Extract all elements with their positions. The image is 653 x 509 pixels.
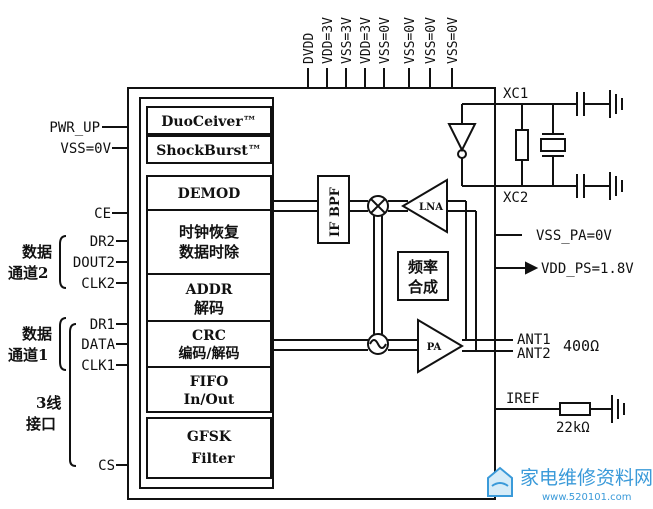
label-fifo-2: In/Out (184, 392, 235, 408)
label-demod: DEMOD (178, 186, 241, 202)
label-shockburst: ShockBurst™ (156, 143, 262, 159)
label-if-bpf: IF BPF (328, 186, 343, 237)
pin-xc2: XC2 (503, 190, 528, 206)
group-brace-ch2 (59, 235, 67, 289)
xtal-resistor (515, 129, 529, 161)
xtal-inverter (447, 123, 477, 153)
label-clock-1: 时钟恢复 (179, 223, 240, 241)
pin-data: DATA (81, 337, 115, 353)
top-pin-vdd-2: VDD=3V (359, 17, 374, 64)
group-ch1-line1: 数据 (22, 325, 52, 343)
pin-vss: VSS=0V (60, 141, 111, 157)
synthesizer-box (397, 251, 449, 301)
chip-outline (127, 87, 496, 500)
top-pin-labels: DVDD VDD=3V VSS=3V VDD=3V VSS=0V VSS=0V … (302, 17, 461, 64)
group-iface-line2: 接口 (26, 415, 56, 433)
pin-ant2: ANT2 (517, 346, 551, 362)
iref-resistor-value: 22kΩ (556, 420, 590, 436)
top-pin-vss-1: VSS=3V (340, 17, 355, 64)
left-pin-lines (102, 126, 128, 466)
mixer-symbol (367, 195, 389, 217)
oscillator-symbol (367, 333, 389, 355)
iref-resistor (559, 402, 591, 416)
pin-dr2: DR2 (90, 234, 115, 250)
group-brace-iface (69, 323, 77, 467)
top-pin-vss-3: VSS=0V (403, 17, 418, 64)
label-clock-2: 数据时除 (179, 243, 240, 261)
label-gfsk-1: GFSK (187, 429, 232, 445)
ant-impedance: 400Ω (563, 337, 599, 355)
pin-cs: CS (98, 458, 115, 474)
pa-amplifier (417, 318, 464, 374)
pin-ant1: ANT1 (517, 332, 551, 348)
pin-clk1: CLK1 (81, 358, 115, 374)
group-ch1-line2: 通道1 (8, 346, 48, 364)
xc2-capacitor-ground (576, 172, 623, 200)
group-brace-ch1 (59, 317, 67, 371)
label-synth-1: 频率 (408, 258, 438, 276)
iref-ground (611, 395, 625, 423)
pin-ce: CE (94, 206, 111, 222)
top-pin-vss-5: VSS=0V (446, 17, 461, 64)
pin-vdd-ps: VDD_PS=1.8V (541, 261, 634, 277)
crystal (540, 138, 566, 152)
watermark-text: 家电维修资料网 (520, 467, 653, 489)
digital-block-outline (139, 97, 274, 489)
label-pa: PA (427, 342, 442, 353)
top-pin-lines (307, 68, 453, 88)
group-ch2-line1: 数据 (22, 243, 52, 261)
label-crc-1: CRC (192, 328, 226, 344)
duoceiver-box (146, 106, 272, 135)
top-pin-dvdd: DVDD (302, 33, 317, 64)
label-gfsk-2: Filter (191, 451, 235, 467)
top-pin-vss-2: VSS=0V (378, 17, 393, 64)
shockburst-box (146, 135, 272, 164)
top-pin-vdd-1: VDD=3V (321, 17, 336, 64)
label-crc-2: 编码/解码 (178, 345, 239, 362)
label-addr-1: ADDR (185, 282, 233, 298)
lna-amplifier (401, 178, 448, 234)
group-iface-line1: 3线 (36, 394, 61, 412)
watermark-url: www.520101.com (542, 492, 632, 503)
group-ch2-line2: 通道2 (8, 264, 48, 282)
top-pin-vss-4: VSS=0V (424, 17, 439, 64)
pin-iref: IREF (506, 391, 540, 407)
gfsk-box (146, 417, 272, 479)
label-lna: LNA (419, 202, 443, 213)
pin-xc1: XC1 (503, 86, 528, 102)
label-fifo-1: FIFO (190, 374, 229, 390)
clock-recovery-box (146, 209, 272, 275)
xc1-capacitor-ground (576, 90, 623, 118)
pin-vss-pa: VSS_PA=0V (536, 228, 612, 244)
pin-pwr-up: PWR_UP (49, 120, 100, 136)
pin-dr1: DR1 (90, 317, 115, 333)
watermark-logo (487, 466, 513, 497)
label-addr-2: 解码 (194, 299, 224, 317)
fifo-box (146, 366, 272, 413)
pin-dout2: DOUT2 (73, 255, 115, 271)
label-synth-2: 合成 (407, 278, 438, 296)
if-bpf-box (317, 175, 350, 244)
label-duoceiver: DuoCeiver™ (161, 114, 256, 130)
pin-clk2: CLK2 (81, 276, 115, 292)
